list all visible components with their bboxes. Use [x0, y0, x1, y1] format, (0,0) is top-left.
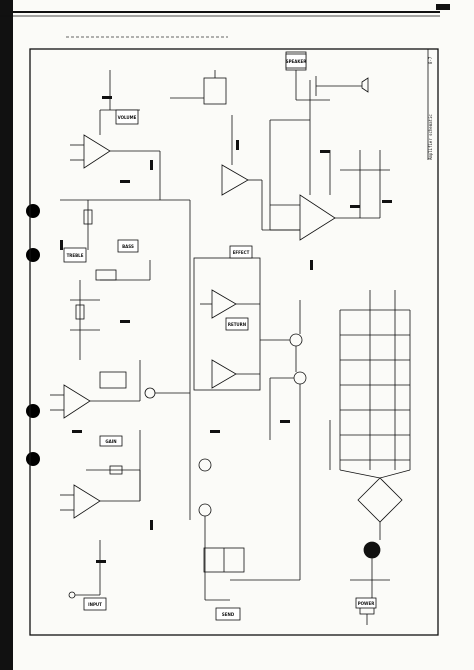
return-box-label: RETURN: [228, 322, 246, 327]
input-box-label: INPUT: [88, 602, 102, 607]
gain-box-label: GAIN: [105, 439, 116, 444]
treble-box-label: TREBLE: [67, 253, 84, 258]
speaker-box-label: SPEAKER: [286, 59, 307, 64]
effect-box-label: EFFECT: [233, 250, 250, 255]
bass-box-label: BASS: [122, 244, 134, 249]
sidebar-caption: Amplifier schematic: [428, 114, 433, 160]
drawing-frame: [29, 48, 439, 636]
send-box-label: SEND: [222, 612, 235, 617]
header-tab: 8-7: [428, 56, 433, 64]
binder-strip: [0, 0, 13, 670]
header-mark: [436, 4, 450, 10]
volume-box-label: VOLUME: [118, 115, 137, 120]
power-box-label: POWER: [358, 601, 375, 606]
